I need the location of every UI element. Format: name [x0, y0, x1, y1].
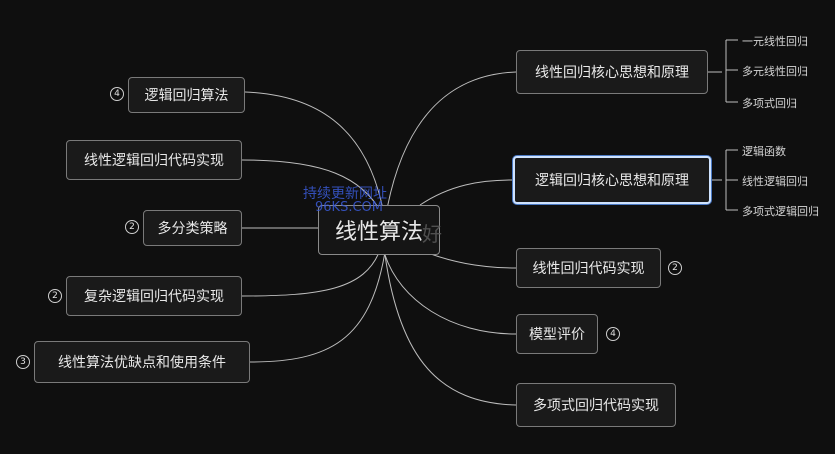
right-node-label: 逻辑回归核心思想和原理: [535, 173, 689, 189]
leaf-logistic-function[interactable]: 逻辑函数: [742, 145, 786, 158]
left-node-label: 逻辑回归算法: [144, 88, 229, 104]
leaf-univariate-linear[interactable]: 一元线性回归: [742, 35, 808, 48]
connector-right-5: [384, 254, 517, 406]
right-node-model-evaluation[interactable]: 模型评价: [516, 314, 598, 354]
connector-right-1: [384, 71, 517, 221]
center-node[interactable]: 线性算法: [318, 205, 440, 255]
connector-right-4: [384, 254, 517, 335]
left-node-complex-logistic-code[interactable]: 复杂逻辑回归代码实现: [66, 276, 242, 316]
leaf-multivariate-linear[interactable]: 多元线性回归: [742, 65, 808, 78]
right-node-label: 多项式回归代码实现: [533, 398, 659, 414]
right-node-label: 模型评价: [529, 327, 585, 343]
right-node-linear-regression-principle[interactable]: 线性回归核心思想和原理: [516, 50, 708, 94]
right-node-label: 线性回归代码实现: [532, 261, 645, 277]
center-node-label: 线性算法: [334, 220, 423, 245]
collapse-badge[interactable]: 2: [668, 261, 682, 275]
connector-left-1: [244, 91, 386, 221]
right-node-label: 线性回归核心思想和原理: [535, 65, 689, 81]
connector-right-2: [419, 179, 514, 206]
collapse-badge[interactable]: 2: [125, 220, 139, 234]
right-node-linear-regression-code[interactable]: 线性回归代码实现: [516, 248, 661, 288]
left-node-logistic-algorithm[interactable]: 逻辑回归算法: [128, 77, 245, 113]
bracket-1: [708, 39, 738, 103]
leaf-linear-logistic[interactable]: 线性逻辑回归: [742, 175, 808, 188]
left-node-label: 复杂逻辑回归代码实现: [84, 289, 224, 305]
left-node-pros-cons[interactable]: 线性算法优缺点和使用条件: [34, 341, 250, 383]
collapse-badge[interactable]: 3: [16, 355, 30, 369]
left-node-label: 线性算法优缺点和使用条件: [58, 355, 226, 371]
connector-left-5: [249, 251, 386, 363]
left-node-multiclass-strategy[interactable]: 多分类策略: [143, 210, 242, 246]
left-node-label: 多分类策略: [157, 221, 228, 237]
right-node-polynomial-regression-code[interactable]: 多项式回归代码实现: [516, 383, 676, 427]
collapse-badge[interactable]: 4: [606, 327, 620, 341]
collapse-badge[interactable]: 4: [110, 87, 124, 101]
right-node-logistic-principle[interactable]: 逻辑回归核心思想和原理: [513, 156, 711, 204]
left-node-label: 线性逻辑回归代码实现: [84, 153, 224, 169]
connector-left-4: [241, 249, 381, 297]
leaf-polynomial-regression[interactable]: 多项式回归: [742, 97, 797, 110]
left-node-linear-logistic-code[interactable]: 线性逻辑回归代码实现: [66, 140, 242, 180]
collapse-badge[interactable]: 2: [48, 289, 62, 303]
bracket-2: [711, 149, 738, 211]
leaf-polynomial-logistic[interactable]: 多项式逻辑回归: [742, 205, 819, 218]
